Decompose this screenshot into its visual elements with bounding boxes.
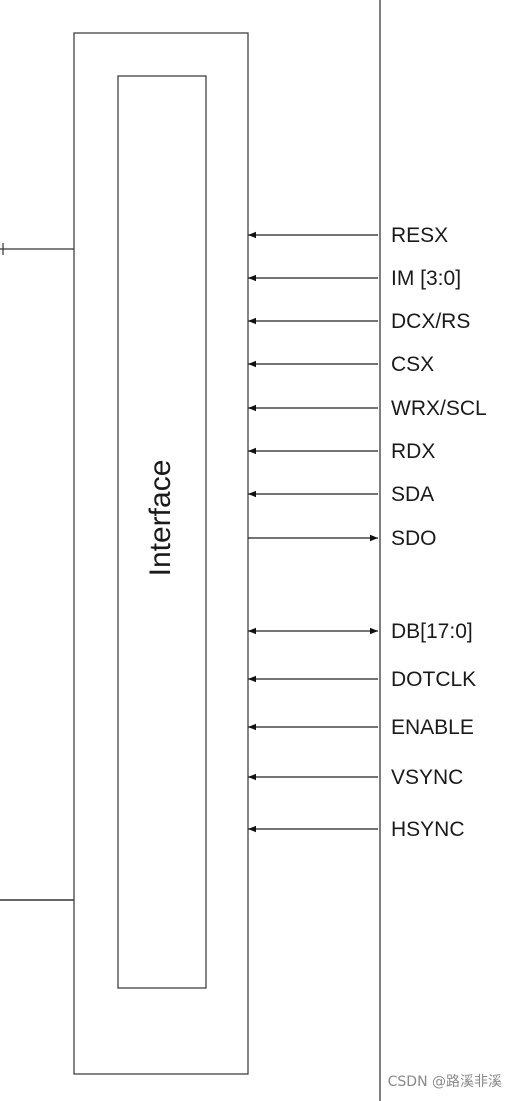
signal-label-hsync: HSYNC <box>391 818 465 841</box>
interface-inner-box <box>117 75 207 989</box>
signal-label-rdx: RDX <box>391 440 435 463</box>
signal-label-db-17-0: DB[17:0] <box>391 620 473 643</box>
signal-label-sdo: SDO <box>391 527 437 550</box>
signal-label-sda: SDA <box>391 483 434 506</box>
signal-label-wrx-scl: WRX/SCL <box>391 397 487 420</box>
signal-label-vsync: VSYNC <box>391 766 463 789</box>
signal-lines: RESX IM [3:0] DCX/RS CSX WRX/SCL RDX SDA SDO DB[… <box>248 224 487 841</box>
interface-label: Interface <box>144 460 177 577</box>
watermark-text: CSDN @路溪非溪 <box>387 1074 502 1090</box>
signal-label-enable: ENABLE <box>391 716 474 739</box>
signal-label-dcx-rs: DCX/RS <box>391 310 470 333</box>
signal-label-csx: CSX <box>391 353 434 376</box>
signal-label-resx: RESX <box>391 224 448 247</box>
signal-label-im-3-0: IM [3:0] <box>391 267 461 290</box>
signal-label-dotclk: DOTCLK <box>391 668 476 691</box>
